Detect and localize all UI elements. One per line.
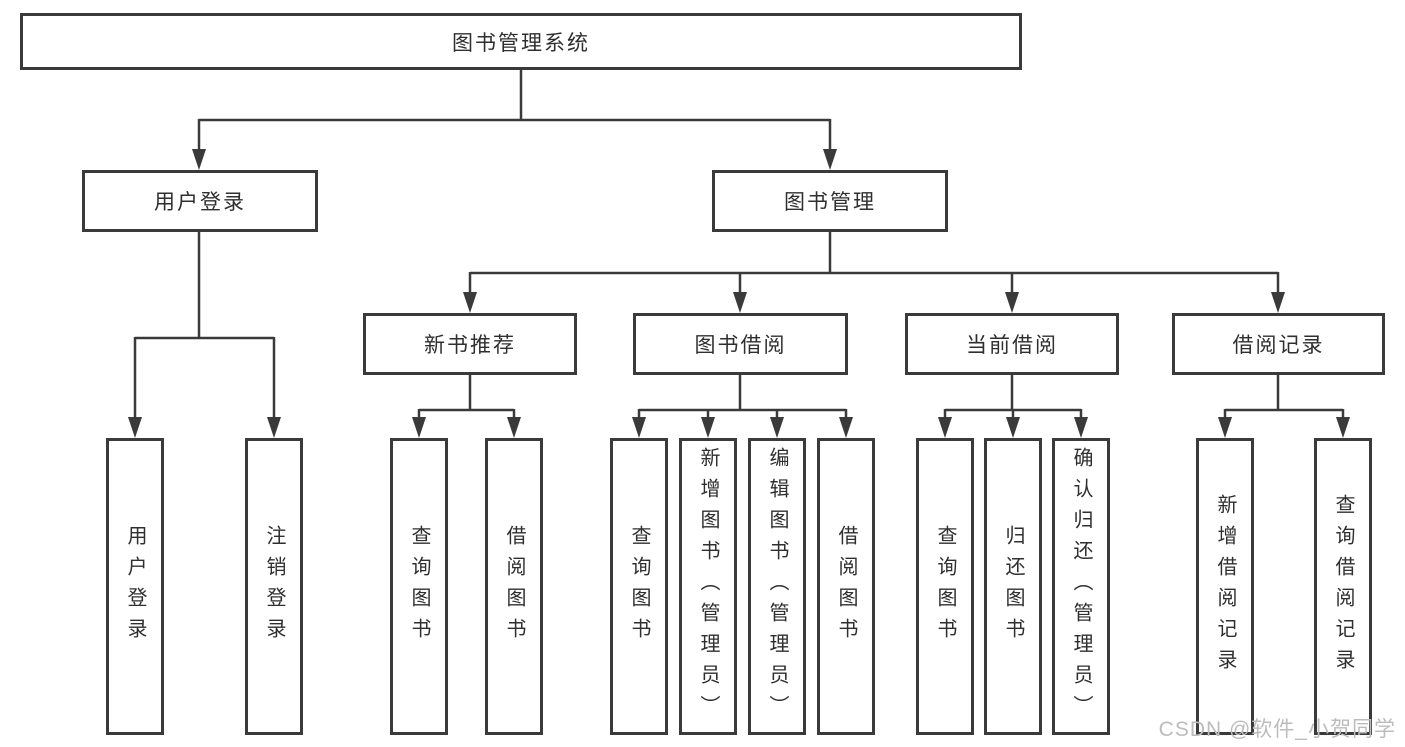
leaf-return-books: 归还图书 [984,438,1042,735]
leaf-recommend-borrow-books-label: 借阅图书 [503,524,525,649]
leaf-add-borrow-record-label: 新增借阅记录 [1214,493,1236,680]
node-new-book-recommend-label: 新书推荐 [424,334,516,357]
leaf-add-books-admin: 新增图书（管理员） [679,438,737,735]
node-book-management-label: 图书管理 [784,191,876,214]
connector-book-mgmt-to-level3 [463,232,1285,313]
leaf-add-borrow-record: 新增借阅记录 [1196,438,1254,735]
connector-module-1-children [632,375,853,438]
leaf-edit-books-admin-label: 编辑图书（管理员） [766,447,788,726]
leaf-borrow-books-label: 借阅图书 [835,524,857,649]
node-borrow-records-label: 借阅记录 [1232,334,1325,357]
node-user-login: 用户登录 [82,170,318,232]
node-root-system: 图书管理系统 [20,13,1022,70]
connector-root-to-level2 [192,70,837,170]
node-book-borrow-label: 图书借阅 [694,334,787,357]
leaf-query-borrow-record-label: 查询借阅记录 [1332,493,1354,680]
leaf-recommend-borrow-books: 借阅图书 [485,438,543,735]
leaf-recommend-query-books-label: 查询图书 [408,524,430,649]
leaf-user-login-label: 用户登录 [124,524,146,649]
leaf-current-query-books: 查询图书 [916,438,974,735]
leaf-borrow-query-books: 查询图书 [610,438,668,735]
leaf-confirm-return-admin: 确认归还（管理员） [1052,438,1110,735]
leaf-user-login: 用户登录 [106,438,164,735]
node-user-login-label: 用户登录 [154,191,246,214]
connector-user-login-children [128,232,281,438]
leaf-logout: 注销登录 [245,438,303,735]
node-current-borrow-label: 当前借阅 [966,334,1058,357]
leaf-add-books-admin-label: 新增图书（管理员） [697,447,719,726]
leaf-query-borrow-record: 查询借阅记录 [1314,438,1372,735]
node-book-management: 图书管理 [712,170,948,232]
leaf-current-query-books-label: 查询图书 [934,524,956,649]
node-borrow-records: 借阅记录 [1172,313,1385,375]
csdn-watermark: CSDN @软件_小贺同学 [1158,718,1396,741]
leaf-borrow-query-books-label: 查询图书 [628,524,650,649]
node-new-book-recommend: 新书推荐 [363,313,577,375]
leaf-edit-books-admin: 编辑图书（管理员） [748,438,806,735]
leaf-return-books-label: 归还图书 [1002,524,1024,649]
node-current-borrow: 当前借阅 [905,313,1119,375]
connector-module-0-children [412,375,521,438]
leaf-logout-label: 注销登录 [263,524,285,649]
node-root-system-label: 图书管理系统 [452,31,590,55]
connector-module-2-children [938,375,1088,438]
connector-module-3-children [1218,375,1350,438]
leaf-recommend-query-books: 查询图书 [390,438,448,735]
node-book-borrow: 图书借阅 [633,313,848,375]
leaf-borrow-books: 借阅图书 [817,438,875,735]
leaf-confirm-return-admin-label: 确认归还（管理员） [1070,447,1092,726]
